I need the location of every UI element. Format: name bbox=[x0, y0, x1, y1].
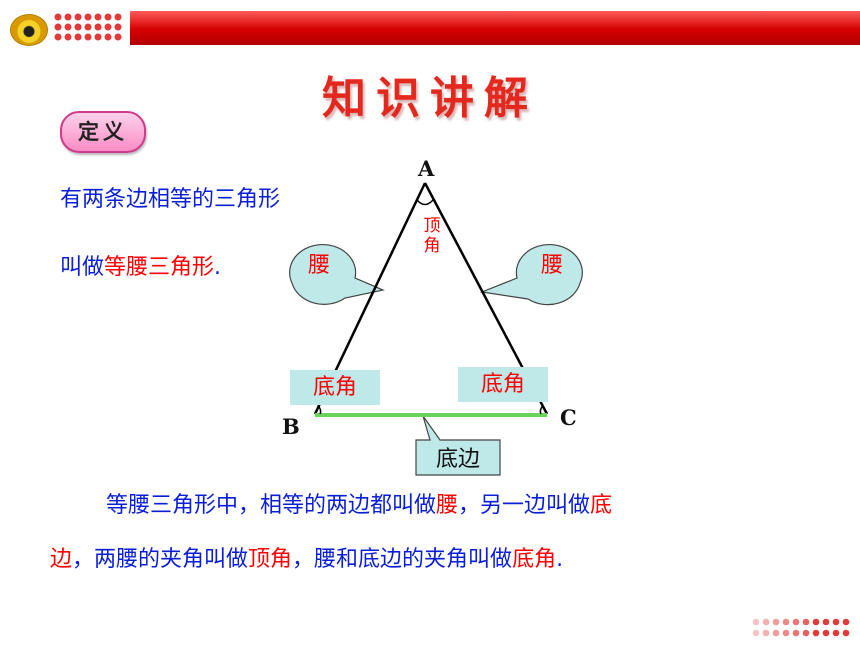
decorative-dots-icon bbox=[54, 13, 122, 41]
leg-left-label: 腰 bbox=[307, 253, 330, 278]
term-base-part2: 边 bbox=[50, 547, 73, 572]
definition-line-1: 有两条边相等的三角形 bbox=[60, 187, 281, 212]
paragraph-line-1: 等腰三角形中，相等的两边都叫做腰，另一边叫做底 bbox=[106, 487, 612, 519]
term-apex-angle: 顶角 bbox=[248, 547, 293, 572]
definition-line-2: 叫做等腰三角形. bbox=[60, 249, 221, 281]
base-angle-arc-left bbox=[317, 404, 322, 415]
base-angle-arc-right bbox=[539, 404, 544, 415]
base-angle-left-label: 底角 bbox=[290, 370, 380, 405]
apex-angle-arc bbox=[416, 199, 434, 206]
paragraph-text: . bbox=[556, 547, 564, 572]
term-leg: 腰 bbox=[436, 493, 459, 518]
base-angle-right-label: 底角 bbox=[458, 367, 548, 402]
definition-term: 等腰三角形 bbox=[104, 255, 215, 280]
logo-icon bbox=[10, 14, 48, 46]
paragraph-text: ，腰和底边的夹角叫做 bbox=[292, 547, 513, 572]
vertex-a-label: A bbox=[418, 156, 435, 181]
header-bar bbox=[130, 11, 860, 45]
leg-left-callout bbox=[289, 244, 385, 305]
paragraph-text: ，另一边叫做 bbox=[458, 493, 591, 518]
definition-badge: 定义 bbox=[60, 111, 146, 153]
term-base-angle: 底角 bbox=[512, 547, 557, 572]
base-label: 底边 bbox=[435, 447, 480, 472]
decorative-dots-icon bbox=[752, 618, 850, 637]
vertex-b-label: B bbox=[282, 414, 300, 439]
vertex-c-label: C bbox=[560, 405, 577, 430]
apex-angle-label: 顶角 bbox=[423, 216, 441, 256]
leg-right-label: 腰 bbox=[540, 253, 563, 278]
term-base-part1: 底 bbox=[590, 493, 613, 518]
page-title: 知识讲解 bbox=[322, 73, 538, 124]
paragraph-text: 等腰三角形中，相等的两边都叫做 bbox=[106, 493, 437, 518]
paragraph-text: ，两腰的夹角叫做 bbox=[72, 547, 249, 572]
paragraph-line-2: 边，两腰的夹角叫做顶角，腰和底边的夹角叫做底角. bbox=[50, 541, 563, 573]
definition-prefix: 叫做 bbox=[60, 255, 105, 280]
definition-suffix: . bbox=[214, 255, 222, 280]
base-callout bbox=[415, 415, 501, 476]
leg-right-callout bbox=[479, 244, 583, 306]
